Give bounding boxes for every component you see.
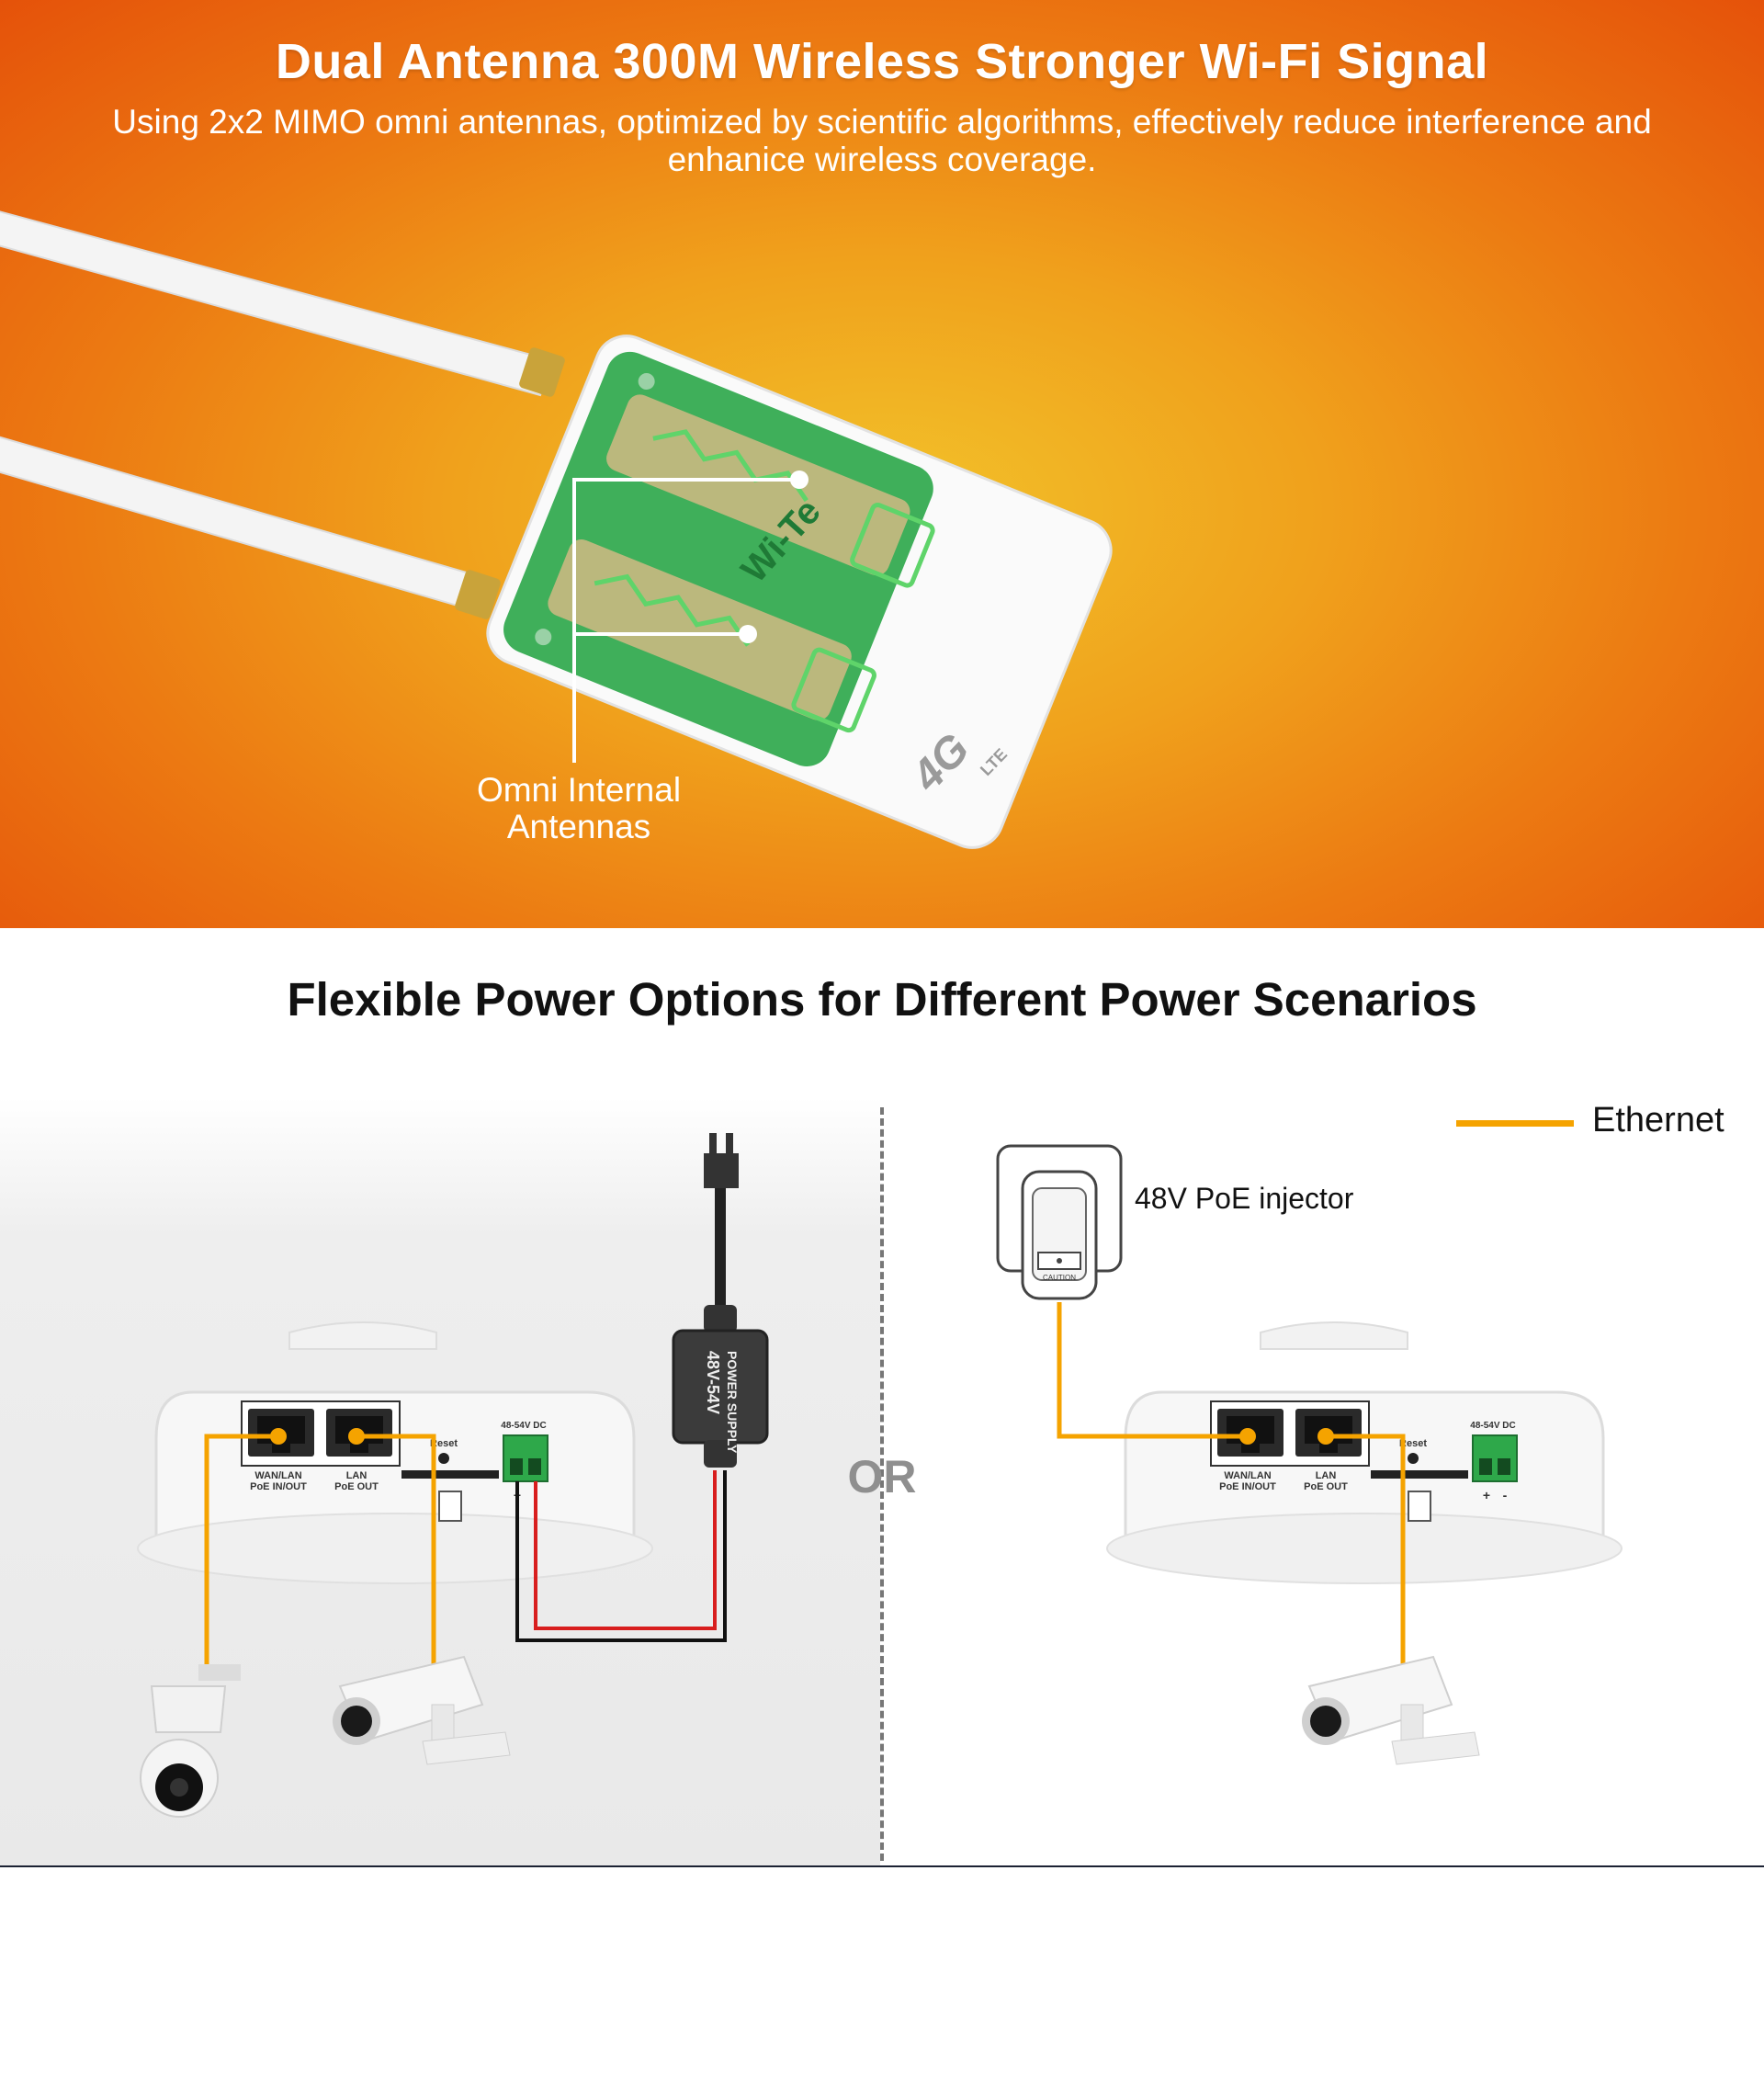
dc-label: 48-54V DC [501, 1421, 546, 1431]
dc-wires [515, 1470, 727, 1642]
dc-label-right: 48-54V DC [1470, 1421, 1515, 1431]
power-supply-label: POWER SUPPLY [725, 1351, 740, 1454]
ethernet-legend-swatch [1456, 1120, 1574, 1127]
or-label: OR [847, 1451, 917, 1502]
poe-injector-label: 48V PoE injector [1135, 1182, 1354, 1215]
caution-label: CAUTION [1043, 1274, 1076, 1282]
reset-label-right: Reset [1399, 1438, 1427, 1449]
port-lan-label: LAN [346, 1470, 368, 1481]
callout-lines [572, 470, 808, 763]
ethernet-cables-right [1057, 1302, 1406, 1668]
antenna-callout-label: Omni Internal Antennas [476, 771, 682, 845]
power-supply-voltage: 48V-54V [704, 1351, 722, 1414]
hero-subtitle: Using 2x2 MIMO omni antennas, optimized … [112, 103, 1652, 178]
hero-title: Dual Antenna 300M Wireless Stronger Wi-F… [275, 34, 1489, 89]
bullet-camera-left [333, 1655, 511, 1765]
port-lan-sublabel: PoE OUT [334, 1481, 379, 1492]
router-illustration: Wi-Te 4G LTE [0, 210, 1113, 849]
power-supply: POWER SUPPLY 48V-54V [672, 1133, 769, 1468]
router-left: WAN/LAN PoE IN/OUT LAN PoE OUT Reset 48-… [137, 1321, 653, 1584]
ethernet-legend-label: Ethernet [1592, 1101, 1724, 1139]
port-lan-label-right: LAN [1316, 1470, 1337, 1481]
hero-banner: Dual Antenna 300M Wireless Stronger Wi-F… [0, 0, 1764, 928]
router-body: Wi-Te 4G LTE [486, 334, 1113, 849]
port-wan-sublabel-right: PoE IN/OUT [1219, 1481, 1276, 1492]
bullet-camera-right [1302, 1655, 1480, 1765]
dc-plus-right: + [1483, 1488, 1490, 1502]
port-wan-label: WAN/LAN [254, 1470, 301, 1481]
port-wan-label-right: WAN/LAN [1224, 1470, 1271, 1481]
port-lan-sublabel-right: PoE OUT [1304, 1481, 1348, 1492]
power-section-title: Flexible Power Options for Different Pow… [287, 973, 1477, 1026]
poe-injector: CAUTION [996, 1144, 1123, 1300]
dome-camera [140, 1664, 241, 1818]
bottom-rule [0, 1865, 1764, 1867]
ethernet-cables-left [204, 1428, 436, 1670]
dc-minus-right: - [1503, 1488, 1508, 1502]
reset-label: Reset [430, 1438, 458, 1449]
scenario-divider [880, 1107, 884, 1861]
power-diagram: WAN/LAN PoE IN/OUT LAN PoE OUT Reset 48-… [137, 1133, 1623, 1818]
external-antennas [0, 210, 565, 619]
port-wan-sublabel: PoE IN/OUT [250, 1481, 307, 1492]
router-right: WAN/LAN PoE IN/OUT LAN PoE OUT Reset 48-… [1106, 1321, 1623, 1584]
